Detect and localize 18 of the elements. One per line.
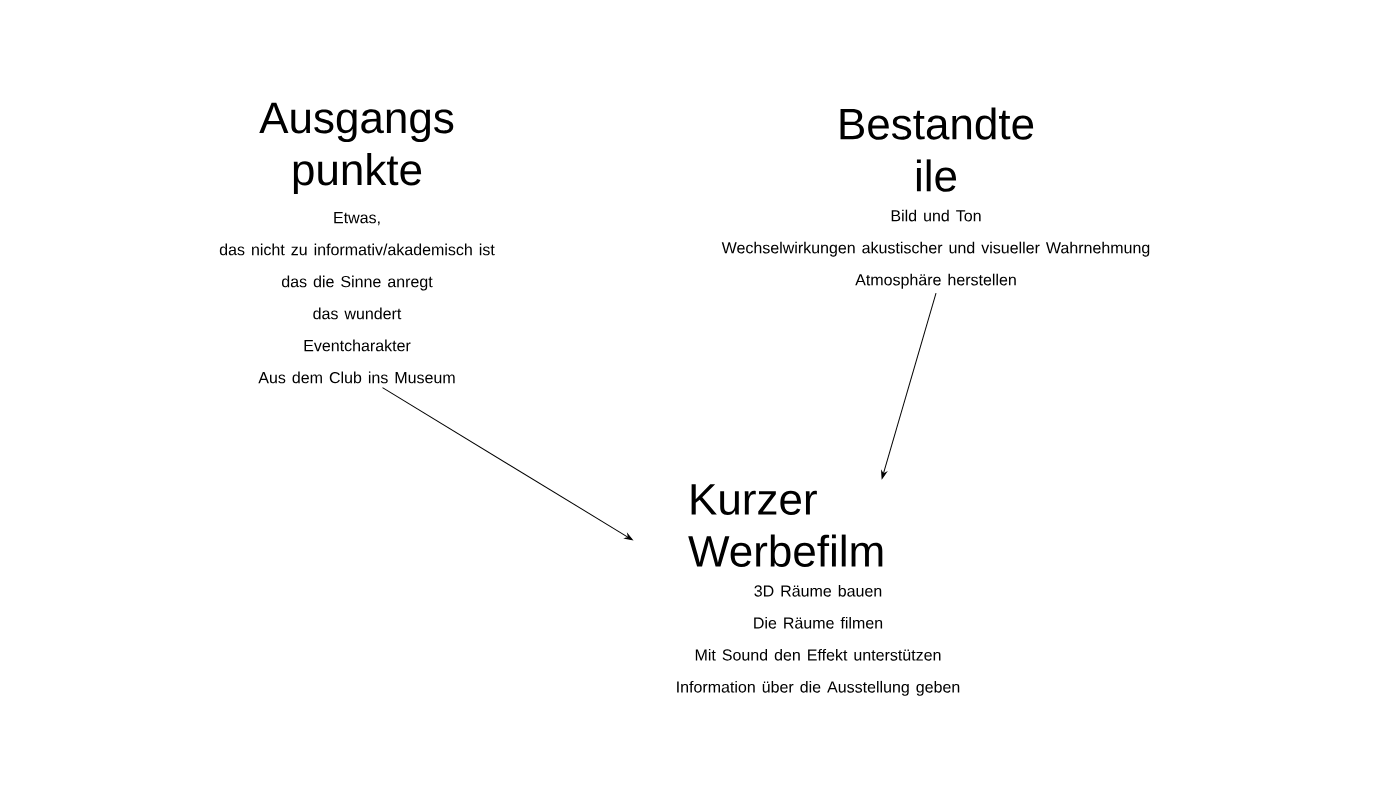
heading: Ausgangs punkte: [259, 102, 454, 195]
arrow: [382, 387, 633, 541]
list-item: 3D Räume bauen: [754, 584, 882, 597]
list-item: das nicht zu informativ/akademisch ist: [219, 243, 495, 256]
list-item: Mit Sound den Effekt unterstützen: [695, 648, 941, 661]
list-item: Aus dem Club ins Museum: [258, 371, 455, 384]
heading: Kurzer Werbefilm: [688, 484, 883, 567]
list-item: Die Räume filmen: [754, 616, 883, 629]
list-item: das wundert: [313, 307, 402, 320]
list-item: Information über die Ausstellung geben: [677, 680, 960, 696]
list-item: Atmosphäre herstellen: [855, 273, 1016, 289]
list-item: Eventcharakter: [304, 339, 411, 352]
list-item: das die Sinne anregt: [281, 275, 433, 291]
heading: Bestandte ile: [840, 107, 1034, 192]
arrow: [881, 292, 937, 479]
list-item: Bild und Ton: [891, 209, 981, 222]
list-item: Wechselwirkungen akustischer und visueller Wahrnehmung: [721, 241, 1150, 257]
list-item: Etwas,: [334, 212, 380, 226]
